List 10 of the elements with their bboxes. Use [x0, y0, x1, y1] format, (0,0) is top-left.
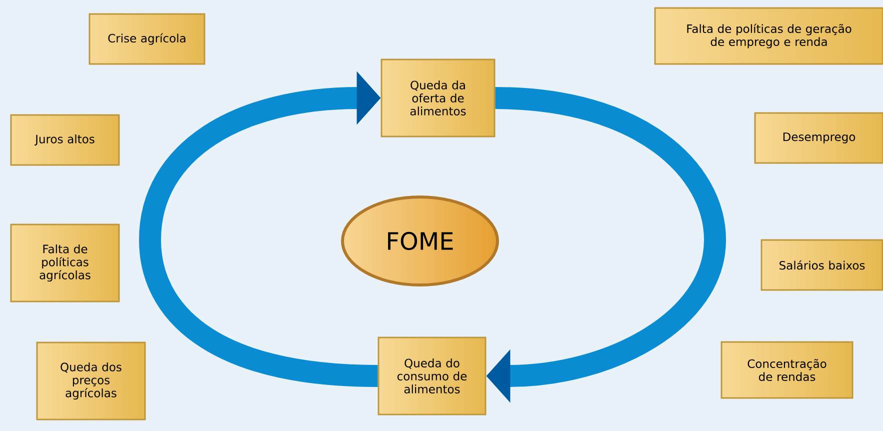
cause-box: Queda da oferta de alimentos — [380, 58, 496, 138]
cause-box: Queda do consumo de alimentos — [378, 336, 486, 416]
cause-box: Crise agrícola — [88, 13, 206, 65]
cause-box: Falta de políticas agrícolas — [10, 224, 120, 302]
cause-box: Concentração de rendas — [720, 341, 854, 399]
cause-box: Salários baixos — [760, 239, 883, 291]
cause-box: Desemprego — [754, 112, 883, 164]
cause-box: Juros altos — [10, 114, 120, 166]
cause-box: Queda dos preços agrícolas — [36, 342, 146, 420]
cause-box: Falta de políticas de geração de emprego e renda — [654, 7, 883, 65]
